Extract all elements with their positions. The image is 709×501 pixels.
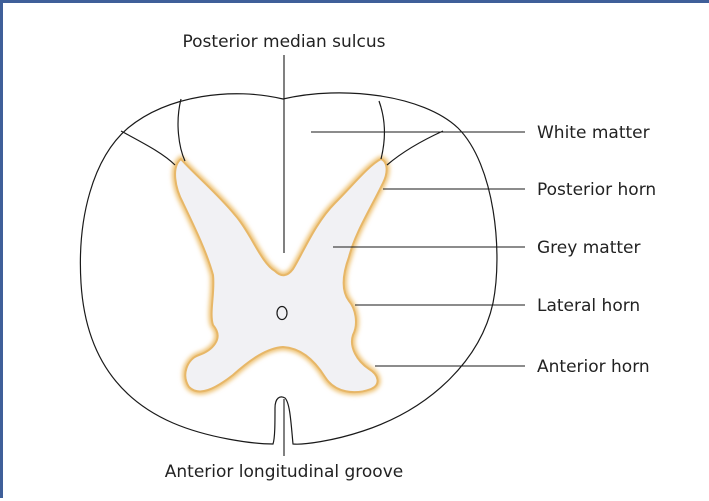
posterior-median-sulcus-label: Posterior median sulcus	[183, 32, 386, 52]
lateral-horn-label: Lateral horn	[537, 296, 640, 316]
right-posterior-column-boundary	[379, 101, 385, 159]
grey-matter-region	[175, 159, 387, 392]
spinal-cord-cross-section-diagram: Posterior median sulcus White matter Pos…	[3, 3, 709, 501]
anterior-horn-label: Anterior horn	[537, 357, 650, 377]
spinal-cord-outline	[80, 93, 497, 444]
left-posterior-column-boundary	[178, 99, 185, 161]
white-matter-label: White matter	[537, 123, 650, 143]
grey-matter-label: Grey matter	[537, 238, 640, 258]
right-posterior-tract-boundary	[387, 131, 443, 165]
anterior-longitudinal-groove-label: Anterior longitudinal groove	[165, 462, 403, 482]
left-posterior-tract-boundary	[121, 131, 175, 165]
posterior-horn-label: Posterior horn	[537, 180, 656, 200]
